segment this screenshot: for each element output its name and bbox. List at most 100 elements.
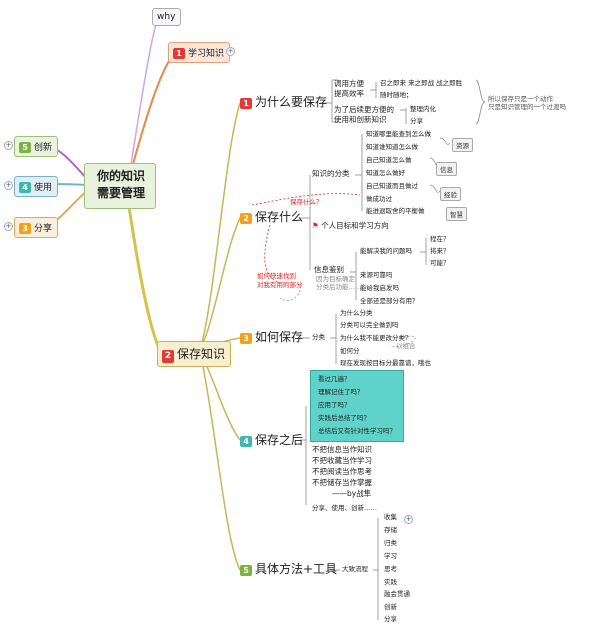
teal-box — [310, 370, 404, 442]
sub3-ann: 以组合 — [396, 342, 416, 350]
filter-title: 信息鉴别 — [314, 265, 344, 274]
step-item: 存储 — [384, 526, 397, 534]
badge-save: 2 — [162, 350, 174, 363]
sub1-note1: 所以保存只是一个动作 — [488, 95, 553, 103]
root-line1: 你的知识 — [97, 169, 146, 183]
tag-exp: 经验 — [440, 187, 461, 201]
sub1-bc1: 整理内化 — [410, 105, 436, 113]
link-save — [126, 199, 162, 351]
why-node[interactable]: why — [152, 8, 182, 26]
step-item: 创新 — [384, 603, 397, 611]
sub1-a1: 调用方便 — [334, 79, 364, 88]
poem-line: ——by战隼 — [332, 489, 372, 498]
poem-line: 不把收藏当作学习 — [312, 456, 372, 465]
teal-item: 应用了吗？ — [318, 401, 351, 409]
expand-learn-icon[interactable]: + — [226, 47, 235, 56]
badge-sub3: 3 — [240, 333, 252, 344]
step-item: 思考 — [384, 565, 397, 573]
step-item: 实践 — [384, 578, 397, 586]
red-note1: 保存什么？ — [290, 198, 323, 206]
poem-line: 不把储存当作掌握 — [312, 478, 372, 487]
gray-note2: 分类后功能…… — [316, 283, 362, 291]
branch-learn-label: 学习知识 — [188, 49, 225, 59]
left-share-label: 分享 — [34, 224, 53, 234]
filter-sub: 可能？ — [430, 259, 450, 267]
sub1-b1: 为了后续更方便的 — [334, 105, 394, 114]
sub3-item: 现在发现按目标分最靠谱，哦也 — [340, 359, 431, 367]
sub1-note2: 只是知识管理的一个过渡吗 — [488, 103, 566, 111]
sub3-item: 分类可以完全做到吗 — [340, 321, 399, 329]
badge-share: 3 — [19, 223, 31, 234]
branch-save-label: 保存知识 — [177, 347, 226, 361]
sub5-kw: 大致流程 — [342, 565, 368, 573]
left-use-label: 使用 — [34, 183, 53, 193]
why-label: why — [157, 12, 176, 22]
step-item: 归类 — [384, 539, 397, 547]
tag-wisdom: 智慧 — [446, 207, 467, 221]
cls-item: 做成功过 — [366, 195, 392, 203]
poem-line: 不把信息当作知识 — [312, 445, 372, 454]
teal-item: 实践后总结了吗？ — [318, 414, 370, 422]
expand-use-icon[interactable]: + — [4, 181, 13, 190]
sub1-label: 为什么要保存 — [255, 95, 328, 109]
step-item: 学习 — [384, 552, 397, 560]
sub3-kw: 分类 — [312, 333, 325, 341]
cls-item: 知道哪里能查到怎么做 — [366, 130, 431, 138]
sub3-item: 为什么我不能更改分类？ — [340, 334, 412, 342]
cls-item: 能进退取舍的平衡做 — [366, 207, 425, 215]
expand-share-icon[interactable]: + — [4, 222, 13, 231]
sub1-a1c2: 随时随地； — [380, 91, 413, 99]
expand-step-icon[interactable]: + — [404, 515, 413, 524]
step-item: 分享 — [384, 615, 397, 623]
link-why — [127, 17, 159, 183]
sub3-label: 如何保存 — [255, 330, 304, 344]
poem-line: 不把阅读当作思考 — [312, 467, 372, 476]
badge-create: 5 — [19, 142, 31, 153]
root-line2: 需要管理 — [97, 186, 146, 200]
tag-info: 信息 — [436, 162, 457, 176]
sub5-label: 具体方法+工具 — [255, 562, 338, 576]
left-create-label: 创新 — [34, 143, 53, 153]
sub4-tail: 分享、使用、创新…… — [312, 504, 377, 512]
sub2-cls: 知识的分类 — [312, 169, 350, 178]
tag-resource: 资源 — [452, 138, 473, 152]
expand-create-icon[interactable]: + — [4, 141, 13, 150]
sub1-b2: 使用和创新知识 — [334, 115, 387, 124]
sub1-bc2: 分享 — [410, 117, 423, 125]
cls-item: 自己知道而且做过 — [366, 182, 418, 190]
badge-learn: 1 — [173, 48, 185, 59]
filter-q: 能解决我的问题吗 — [360, 247, 412, 255]
teal-item: 看过几遍？ — [318, 375, 351, 383]
sub1-a1c1: 召之即来 来之即战 战之即胜 — [380, 79, 463, 87]
flag-goal-label: 个人目标和学习方向 — [321, 221, 389, 230]
sub2-label: 保存什么 — [255, 210, 304, 224]
filter-sub: 将来？ — [430, 247, 450, 255]
gray-note1: 因为目标确定 — [316, 275, 355, 283]
flag-goal: ⚑ 个人目标和学习方向 — [312, 221, 389, 230]
sub3-item: 为什么分类 — [340, 309, 373, 317]
badge-sub5: 5 — [240, 565, 252, 576]
filter-q: 全部还是部分有用？ — [360, 297, 419, 305]
root-node[interactable]: 你的知识 需要管理 — [84, 163, 156, 209]
filter-q: 能给我启发吗 — [360, 284, 399, 292]
step-item: 融会贯通 — [384, 590, 410, 598]
badge-sub2: 2 — [240, 213, 252, 224]
badge-use: 4 — [19, 182, 31, 193]
badge-sub4: 4 — [240, 436, 252, 447]
sub4-label: 保存之后 — [255, 433, 304, 447]
cls-item: 知道怎么做好 — [366, 169, 405, 177]
teal-item: 理解记住了吗？ — [318, 388, 364, 396]
sub1-a2: 提高效率 — [334, 89, 364, 98]
